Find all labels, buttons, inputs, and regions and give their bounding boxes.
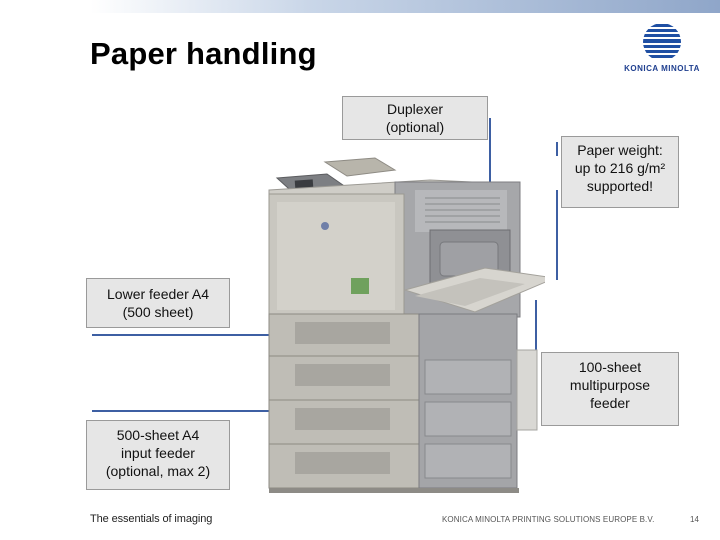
footer-company: KONICA MINOLTA PRINTING SOLUTIONS EUROPE… [442,515,655,524]
slide-title: Paper handling [90,36,317,71]
callout-text: Paper weight: [577,142,663,158]
lower-feeder-leader-line [92,334,292,336]
callout-paper-weight: Paper weight: up to 216 g/m² supported! [561,136,679,208]
callout-text: 100-sheet [578,359,642,375]
input-feeder-leader-line [92,410,312,412]
callout-text: (optional) [385,119,445,135]
callout-text: feeder [590,395,630,411]
page-number: 14 [690,515,699,524]
duplexer-leader-line [489,118,491,233]
callout-text: input feeder [121,445,195,461]
company-logo: KONICA MINOLTA [612,22,712,78]
callout-lower-feeder: Lower feeder A4 (500 sheet) [86,278,230,328]
callout-text: Duplexer [386,101,444,117]
callout-text: Lower feeder A4 [107,286,209,302]
logo-wordmark: KONICA MINOLTA [624,64,700,73]
header-gradient-bar [90,0,720,13]
callout-text: 500-sheet A4 [116,427,200,443]
callout-text: (500 sheet) [122,304,194,320]
footer-tagline: The essentials of imaging [90,513,213,525]
callout-text: (optional, max 2) [105,463,211,479]
callout-text: supported! [586,178,654,194]
callout-multipurpose-feeder: 100-sheet multipurpose feeder [541,352,679,426]
globe-logo-icon [643,23,681,61]
callout-text: up to 216 g/m² [574,160,666,176]
callout-input-feeder: 500-sheet A4 input feeder (optional, max… [86,420,230,490]
callout-duplexer: Duplexer (optional) [342,96,488,140]
printer-illustration [268,157,545,493]
callout-text: multipurpose [569,377,651,393]
paper-weight-leader-line [556,190,558,280]
paper-weight-leader-line-top [556,142,558,156]
